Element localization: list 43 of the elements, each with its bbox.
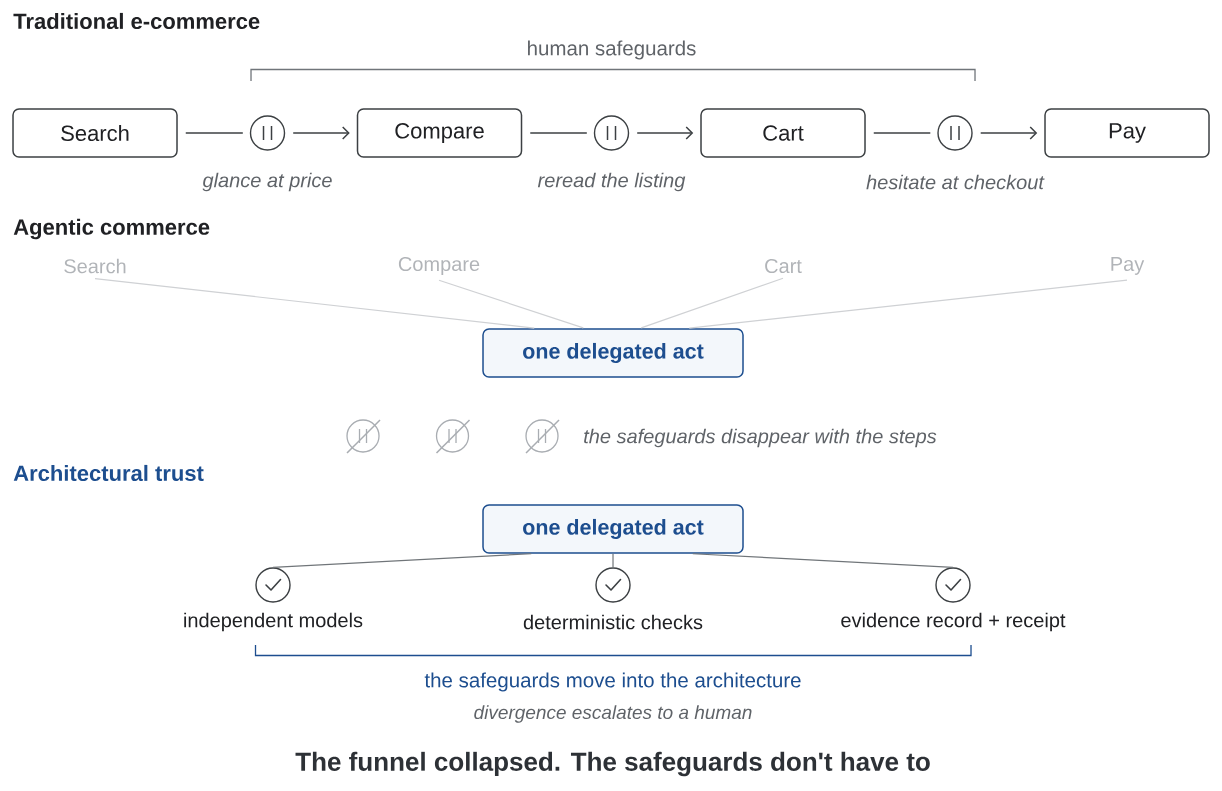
step-name: Pay bbox=[1111, 257, 1145, 275]
section-heading: Architectural trust bbox=[13, 464, 204, 482]
bracket-label: the safeguards move into the architecture bbox=[424, 672, 801, 692]
arrow bbox=[292, 126, 350, 140]
check-icon bbox=[595, 567, 631, 603]
connector-line bbox=[692, 553, 954, 568]
step-note: hesitate at checkout bbox=[866, 174, 1045, 190]
section-heading: Agentic commerce bbox=[13, 218, 210, 240]
step-note: reread the listing bbox=[537, 172, 686, 192]
connector-line bbox=[529, 132, 588, 134]
caption: The funnel collapsed. The safeguards don't have to bbox=[295, 751, 930, 777]
note-text: the safeguards disappear with the steps bbox=[584, 428, 937, 448]
step-box: Search bbox=[12, 108, 178, 158]
section-heading: Traditional e-commerce bbox=[13, 12, 260, 30]
step-name: Cart bbox=[765, 258, 802, 274]
arrow bbox=[636, 126, 694, 140]
step-note: glance at price bbox=[202, 172, 332, 192]
action-box: one delegated act bbox=[482, 504, 744, 554]
connector-line bbox=[272, 553, 532, 568]
pause-icon bbox=[937, 115, 973, 151]
step-box: Cart bbox=[700, 108, 866, 158]
check-icon bbox=[935, 567, 971, 603]
connector-line bbox=[94, 277, 535, 329]
bracket-label: human safeguards bbox=[528, 40, 696, 60]
step-name: Compare bbox=[398, 256, 480, 276]
item-label: evidence record + receipt bbox=[841, 612, 1066, 632]
connector-line bbox=[185, 132, 244, 134]
connector-line bbox=[873, 132, 932, 134]
connector-line bbox=[688, 279, 1128, 329]
item-label: independent models bbox=[184, 612, 363, 632]
item-label: deterministic checks bbox=[523, 614, 703, 630]
note-text: divergence escalates to a human bbox=[474, 705, 752, 723]
pause-icon bbox=[249, 115, 286, 151]
step-box: Compare bbox=[356, 108, 523, 158]
arrow bbox=[979, 126, 1038, 140]
step-name: Search bbox=[64, 258, 126, 274]
connector-line bbox=[438, 279, 584, 329]
step-box: Pay bbox=[1044, 108, 1210, 158]
pause-icon bbox=[593, 115, 630, 151]
check-icon bbox=[255, 567, 291, 603]
action-box: one delegated act bbox=[482, 328, 744, 378]
connector-line bbox=[640, 277, 784, 329]
connector-line bbox=[612, 553, 614, 568]
